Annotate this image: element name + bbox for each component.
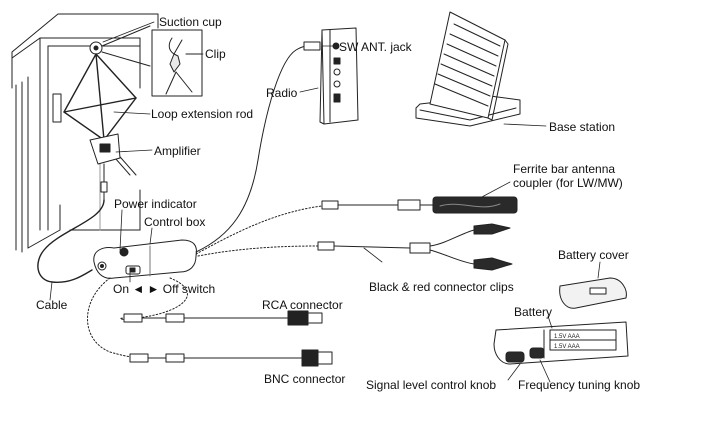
label-signal-level-control-knob: Signal level control knob	[366, 378, 497, 392]
label-control-box: Control box	[144, 215, 206, 229]
label-loop-extension-rod: Loop extension rod	[151, 107, 254, 121]
window-frame	[11, 13, 159, 253]
label-on-off-switch: On ◄ ► Off switch	[113, 282, 216, 296]
battery-cover-art	[559, 277, 627, 309]
label-connector-clips: Black & red connector clips	[369, 280, 514, 294]
rca-connector-art	[123, 310, 323, 326]
label-frequency-tuning-knob: Frequency tuning knob	[518, 378, 641, 392]
label-base-station: Base station	[549, 120, 616, 134]
battery-cell-text-2: 1.5V AAA	[554, 344, 580, 350]
base-station	[415, 11, 521, 127]
bnc-connector-art	[129, 349, 333, 367]
label-battery-cover: Battery cover	[558, 248, 629, 262]
label-amplifier: Amplifier	[154, 144, 201, 158]
control-box	[93, 239, 197, 279]
leader-lines	[49, 21, 601, 383]
clip-inset	[151, 29, 203, 97]
label-radio: Radio	[266, 86, 298, 100]
label-power-indicator: Power indicator	[114, 197, 197, 211]
loop-antenna	[63, 53, 137, 141]
label-bnc-connector: BNC connector	[264, 372, 346, 386]
battery-cell-text-1: 1.5V AAA	[554, 334, 580, 340]
label-battery: Battery	[514, 305, 553, 319]
label-clip: Clip	[205, 47, 226, 61]
connector-clips	[409, 223, 513, 271]
radio-body	[319, 27, 359, 125]
label-sw-ant-jack: SW ANT. jack	[339, 40, 412, 54]
battery-pack-art	[493, 321, 629, 365]
suction-cup	[89, 41, 103, 55]
label-suction-cup: Suction cup	[159, 15, 222, 29]
amplifier-body	[89, 133, 121, 201]
ferrite-bar-coupler	[397, 196, 518, 214]
label-ferrite-line1: Ferrite bar antenna	[513, 162, 616, 176]
label-cable: Cable	[36, 298, 68, 312]
label-ferrite-line2: coupler (for LW/MW)	[513, 176, 623, 190]
label-rca-connector: RCA connector	[262, 298, 343, 312]
